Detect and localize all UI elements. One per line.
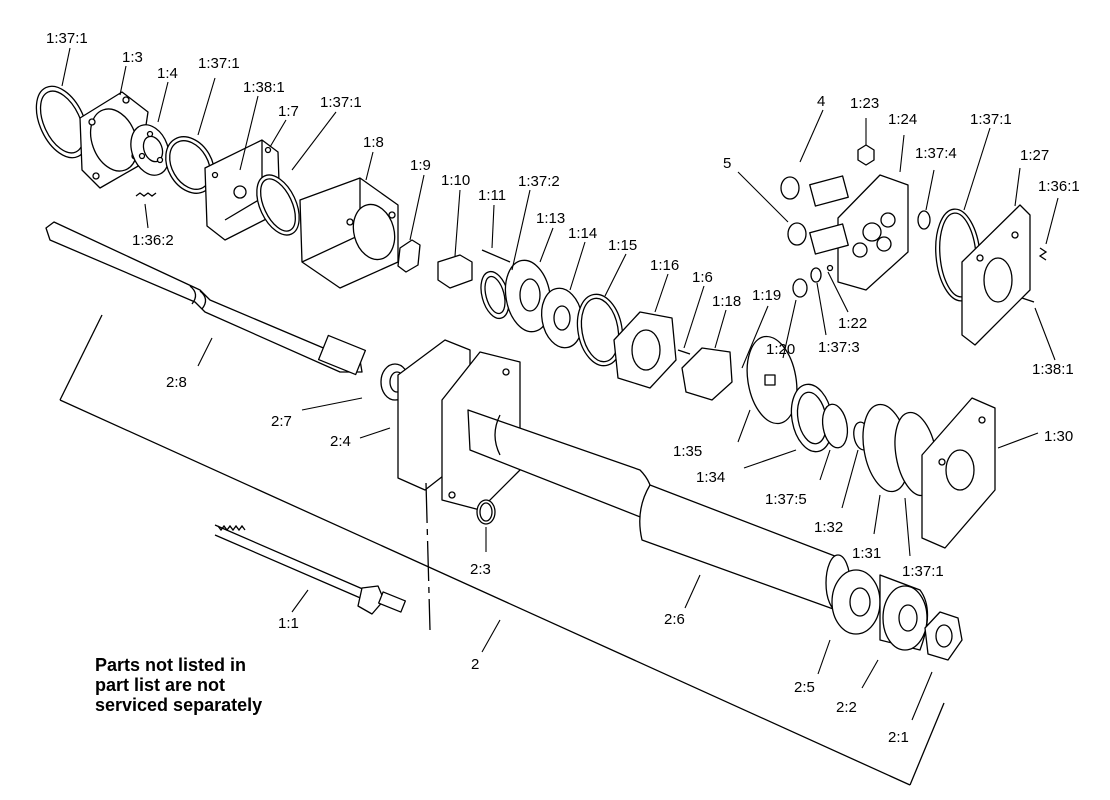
callout-label: 1:10 xyxy=(441,172,470,189)
part-pin-right xyxy=(1021,297,1035,303)
assembly-bracket xyxy=(59,314,945,786)
part-key xyxy=(437,254,473,289)
callout-label: 1:30 xyxy=(1044,428,1073,445)
part-oring-left xyxy=(35,85,89,159)
part-housing-body xyxy=(299,177,399,289)
part-rings-right xyxy=(790,383,938,497)
part-end-plate xyxy=(921,397,996,549)
callout-label: 1:31 xyxy=(852,545,881,562)
callout-label: 1:37:2 xyxy=(518,173,560,190)
callout-label: 2:7 xyxy=(271,413,292,430)
callout-label: 1:7 xyxy=(278,103,299,120)
callout-label: 1:27 xyxy=(1020,147,1049,164)
part-oring-5 xyxy=(576,293,624,367)
part-bearing-22 xyxy=(879,574,929,651)
part-spring-1362 xyxy=(135,192,157,197)
callout-label: 1:36:1 xyxy=(1038,178,1080,195)
callout-label: 1:8 xyxy=(363,134,384,151)
callout-label: 2:5 xyxy=(794,679,815,696)
part-oring-2 xyxy=(165,136,215,194)
callout-label: 1:38:1 xyxy=(243,79,285,96)
callout-label: 1:9 xyxy=(410,157,431,174)
part-nut-21 xyxy=(924,611,963,661)
service-note-line: serviced separately xyxy=(95,695,263,715)
callout-label: 2 xyxy=(471,656,479,673)
part-small-rings xyxy=(780,176,807,246)
callout-label: 1:37:3 xyxy=(818,339,860,356)
callout-label: 2:2 xyxy=(836,699,857,716)
part-bearing-plate xyxy=(130,124,170,176)
callout-label: 1:37:1 xyxy=(970,111,1012,128)
part-snap-ring xyxy=(476,499,496,525)
part-pin-2 xyxy=(677,349,691,355)
part-valve-block xyxy=(809,174,909,291)
callout-label: 2:4 xyxy=(330,433,351,450)
part-stator xyxy=(613,311,677,389)
callout-label: 1:37:1 xyxy=(198,55,240,72)
callout-label: 2:8 xyxy=(166,374,187,391)
callout-label: 1:23 xyxy=(850,95,879,112)
part-cover-plate xyxy=(961,204,1031,346)
part-bolt xyxy=(214,524,407,615)
callout-label: 5 xyxy=(723,155,731,172)
callout-label: 1:37:1 xyxy=(902,563,944,580)
callout-label: 4 xyxy=(817,93,825,110)
leader-lines xyxy=(61,47,1059,721)
callout-label: 2:1 xyxy=(888,729,909,746)
callout-label: 1:4 xyxy=(157,65,178,82)
callout-label: 1:16 xyxy=(650,257,679,274)
part-rotor xyxy=(681,347,733,401)
part-shaft xyxy=(45,221,367,376)
part-drive-dog xyxy=(397,239,421,273)
callout-label: 2:3 xyxy=(470,561,491,578)
callout-label: 1:37:1 xyxy=(46,30,88,47)
callout-label: 1:35 xyxy=(673,443,702,460)
part-disc xyxy=(746,335,798,425)
callout-label: 1:11 xyxy=(478,187,506,204)
part-pin xyxy=(481,249,511,263)
callout-label: 1:37:5 xyxy=(765,491,807,508)
callout-label: 1:13 xyxy=(536,210,565,227)
callout-label: 1:18 xyxy=(712,293,741,310)
callout-label: 1:36:2 xyxy=(132,232,174,249)
callout-label: 1:37:4 xyxy=(915,145,957,162)
callout-label: 1:14 xyxy=(568,225,597,242)
service-note-line: part list are not xyxy=(95,675,226,695)
part-tube xyxy=(467,409,851,612)
part-small-fittings xyxy=(792,264,834,298)
part-oring-3 xyxy=(256,174,300,236)
callout-label: 2:6 xyxy=(664,611,685,628)
callout-label: 1:1 xyxy=(278,615,299,632)
callout-label: 1:32 xyxy=(814,519,843,536)
callout-label: 1:22 xyxy=(838,315,867,332)
callout-label: 1:15 xyxy=(608,237,637,254)
part-screw-1361 xyxy=(1038,247,1048,261)
part-bearing-25 xyxy=(831,569,881,635)
callout-label: 1:38:1 xyxy=(1032,361,1074,378)
part-wheel xyxy=(540,287,584,349)
service-note: Parts not listed in part list are not se… xyxy=(95,655,262,715)
callout-label: 1:24 xyxy=(888,111,917,128)
callout-label: 1:37:1 xyxy=(320,94,362,111)
part-oring-4 xyxy=(480,270,510,320)
part-ring-1374 xyxy=(917,210,931,230)
callout-label: 1:6 xyxy=(692,269,713,286)
callout-labels: 1:37:1 1:3 1:4 1:37:1 1:38:1 1:7 1:37:1 … xyxy=(46,30,1080,746)
service-note-line: Parts not listed in xyxy=(95,655,247,675)
callout-label: 1:19 xyxy=(752,287,781,304)
part-nut-small xyxy=(857,144,875,166)
callout-label: 1:34 xyxy=(696,469,725,486)
callout-label: 1:3 xyxy=(122,49,143,66)
callout-label: 1:20 xyxy=(766,341,795,358)
